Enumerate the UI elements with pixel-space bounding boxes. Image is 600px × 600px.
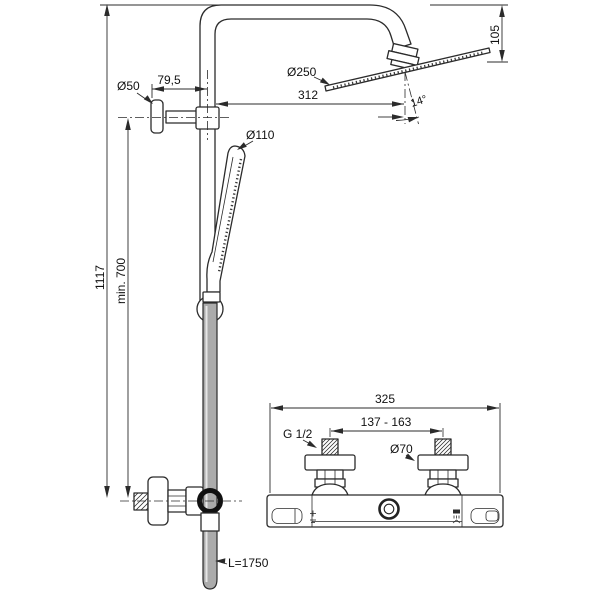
- mixer-left-connection: [304, 438, 356, 496]
- mixer-width-label: 325: [375, 392, 395, 406]
- label-wall-bracket-diameter: Ø50: [117, 79, 153, 104]
- mixer-right-connection: [417, 438, 469, 496]
- head-angle-label: 14°: [409, 93, 429, 110]
- connection-spacing-label: 137 - 163: [361, 415, 412, 429]
- hose-length-label: L=1750: [228, 556, 269, 570]
- hand-shower: [206, 145, 246, 293]
- label-head-diameter: Ø250: [287, 65, 330, 85]
- dimension-min-height: min. 700: [114, 118, 131, 498]
- label-escutcheon-diameter: Ø70: [390, 442, 415, 461]
- dimension-connection-spacing: 137 - 163: [331, 415, 442, 434]
- dimension-head-reach: 312: [216, 88, 404, 107]
- thread-stub-hatching: [133, 492, 149, 511]
- label-thread-size: G 1/2: [283, 427, 317, 448]
- escutcheon-diameter-label: Ø70: [390, 442, 413, 456]
- mixer-center-ring: [378, 498, 400, 520]
- wall-bracket: [150, 99, 199, 134]
- label-hand-shower-diameter: Ø110: [237, 128, 275, 150]
- mixer-left-handle: [271, 508, 303, 524]
- min-height-label: min. 700: [114, 258, 128, 304]
- head-reach-label: 312: [298, 88, 318, 102]
- dimension-mixer-width: 325: [269, 392, 501, 493]
- temperature-scale-icon: [310, 510, 316, 523]
- wall-bracket-diameter-label: Ø50: [117, 79, 140, 93]
- head-drop-label: 105: [488, 25, 502, 45]
- dimension-head-angle: 14°: [378, 93, 429, 123]
- shower-column: [133, 4, 491, 590]
- thread-size-label: G 1/2: [283, 427, 313, 441]
- hand-shower-nut: [202, 291, 221, 303]
- mixer-valve: 325 137 - 163 G 1/2 Ø70: [266, 392, 504, 528]
- shower-hose: [202, 302, 218, 590]
- wall-offset-label: 79,5: [157, 73, 181, 87]
- dimension-head-drop: 105: [430, 4, 508, 63]
- hose-outlet-ring: [197, 488, 223, 514]
- centerlines: [118, 70, 444, 502]
- mixer-body: [266, 494, 504, 528]
- mixer-right-handle: [470, 508, 500, 524]
- rain-shower-head: [324, 47, 491, 92]
- dimension-overall-height: 1117: [93, 4, 218, 498]
- hand-shower-diameter-label: Ø110: [246, 128, 275, 142]
- head-diameter-label: Ø250: [287, 65, 317, 79]
- shower-symbol-icon: [452, 509, 461, 524]
- overall-height-label: 1117: [93, 265, 107, 290]
- dimension-wall-offset: 79,5: [151, 73, 207, 98]
- label-hose-length: L=1750: [215, 556, 269, 570]
